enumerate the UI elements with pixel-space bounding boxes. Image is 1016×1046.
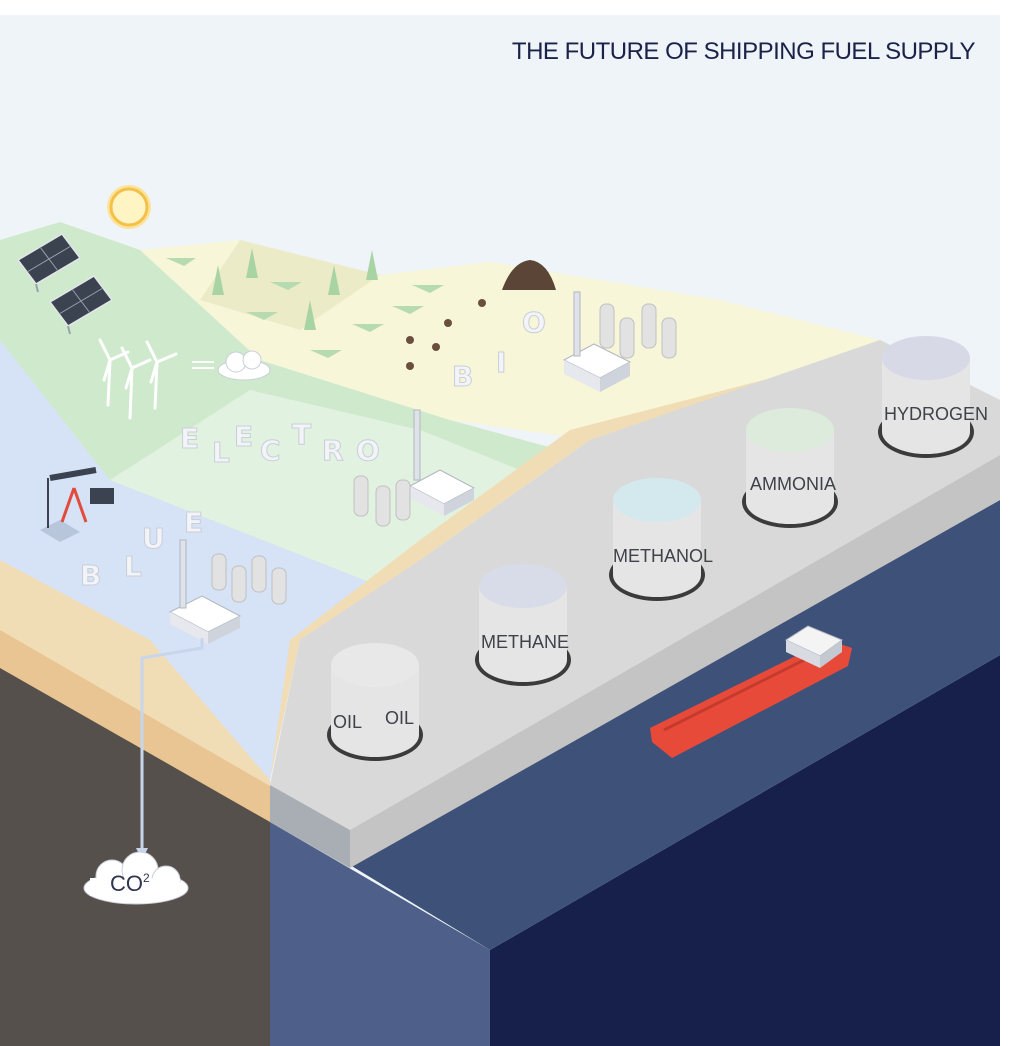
electro-letter: C <box>260 434 281 467</box>
electro-letter: E <box>180 422 199 455</box>
solar-panel-icon <box>16 233 82 293</box>
tank-label: OIL <box>333 712 362 732</box>
tree-icon <box>212 248 378 330</box>
co2-cloud-icon: CO2 <box>83 851 189 905</box>
blue-letter: U <box>142 522 165 555</box>
bio-letter: O <box>522 306 546 339</box>
electro-letter: R <box>322 434 344 467</box>
factory-icon <box>168 539 287 644</box>
tank-cap <box>331 643 419 687</box>
bio-letter: B <box>452 360 473 393</box>
quay-side <box>350 455 1000 868</box>
ship-icon <box>650 625 852 758</box>
co2-label: CO2 <box>110 871 150 896</box>
tank-methane: METHANE <box>475 564 571 686</box>
tank-label: METHANOL <box>613 546 713 566</box>
tank-label: METHANE <box>481 632 569 652</box>
co2-subscript: 2 <box>143 871 150 885</box>
sea-front-left <box>270 822 490 1046</box>
sun-icon <box>107 185 151 229</box>
right-border <box>1000 15 1016 1046</box>
electro-letter: E <box>234 420 253 453</box>
tank-cap <box>613 478 701 522</box>
electro-letter: O <box>356 434 380 467</box>
quay-front <box>270 785 350 868</box>
sand-layer-light <box>0 560 270 786</box>
compost-heap-icon <box>502 260 556 290</box>
tank-methanol: METHANOL <box>609 478 713 601</box>
blue-letter: E <box>184 506 203 539</box>
oil-pump-icon <box>40 467 114 542</box>
electro-letter: L <box>212 436 230 469</box>
sand-layer-dark <box>0 628 270 822</box>
factory-icon <box>353 409 476 527</box>
tank-label: HYDROGEN <box>884 404 988 424</box>
tree-icon <box>166 258 444 358</box>
sea-front-right <box>490 655 1000 1046</box>
factory-icon <box>562 291 677 392</box>
tank-cap <box>479 564 567 608</box>
cloud-icon <box>192 350 271 381</box>
tank-cap <box>746 408 834 452</box>
tank-cap <box>882 336 970 380</box>
solar-panel-icon <box>48 275 114 335</box>
tank-label: AMMONIA <box>750 474 836 494</box>
page-title: THE FUTURE OF SHIPPING FUEL SUPPLY <box>511 38 976 65</box>
tank-label: OIL <box>385 708 414 728</box>
bio-letter: I <box>496 346 506 379</box>
tank-oil: OIL OIL <box>327 643 423 761</box>
tree-stump-icon <box>406 299 486 370</box>
wind-turbine-icon <box>98 338 178 420</box>
electro-letter: T <box>292 418 311 451</box>
tank-hydrogen: HYDROGEN <box>878 336 988 458</box>
blue-letter: L <box>124 550 142 583</box>
tank-ammonia: AMMONIA <box>742 408 838 528</box>
blue-letter: B <box>80 559 101 592</box>
